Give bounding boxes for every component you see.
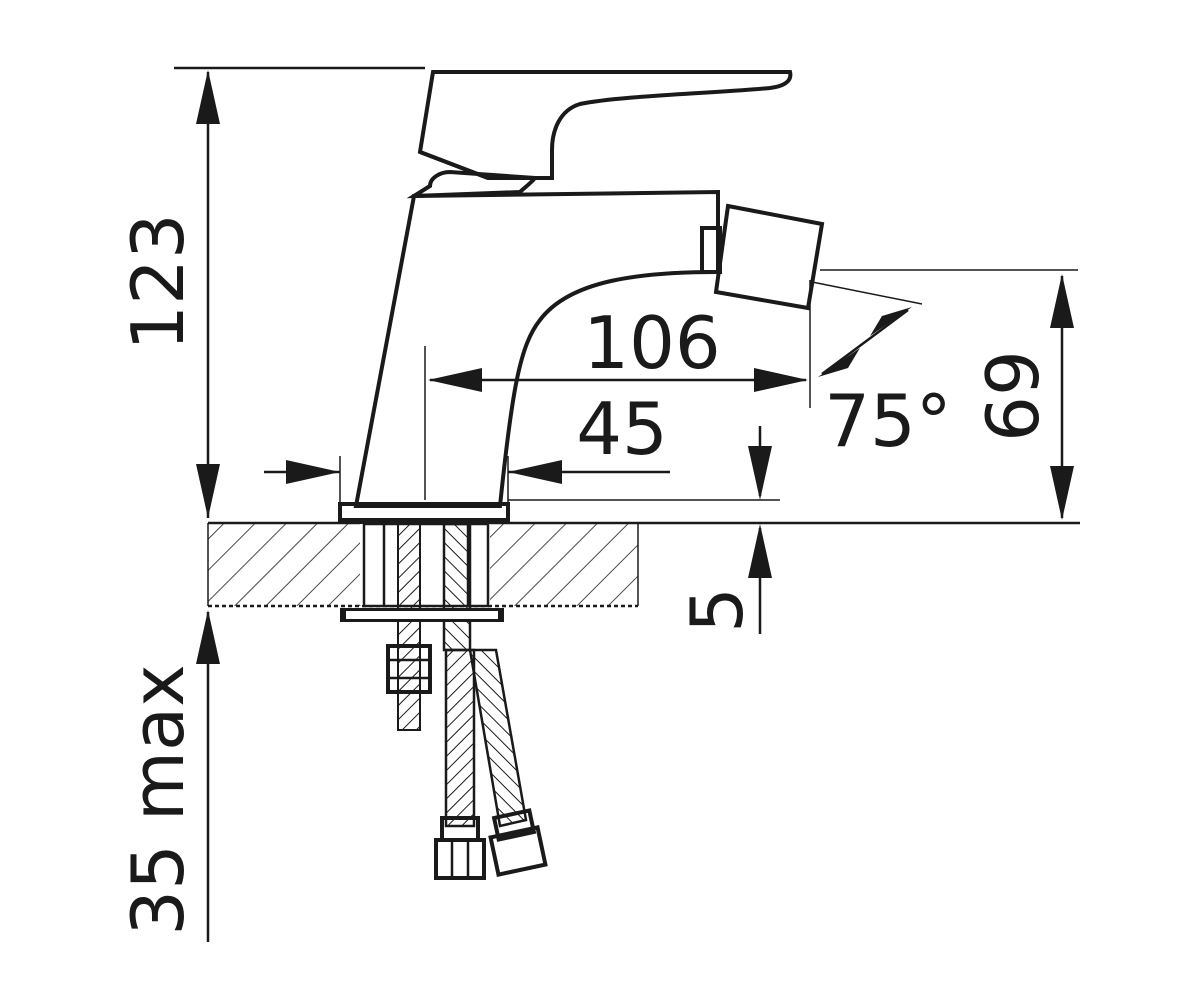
label-max-deck-thickness: 35 max [116,664,200,935]
dimension-total-height: 123 [116,66,425,518]
label-spout-projection: 106 [583,301,720,385]
spray-nozzle [700,203,825,311]
dimension-max-deck-thickness: 35 max [116,610,220,942]
dimension-base-plate: 5 [508,426,780,634]
dimension-spray-angle: 75° [811,281,952,463]
countertop-section [207,521,1080,608]
label-base-width: 45 [576,387,668,471]
label-base-plate: 5 [675,587,759,633]
label-outlet-height: 69 [971,350,1055,442]
dimension-outlet-height: 69 [820,269,1078,520]
mounting-hardware [340,522,548,880]
label-spray-angle: 75° [824,379,952,463]
faucet-body [338,189,720,522]
lever-handle [406,70,793,199]
dimension-base-width: 45 [264,387,670,504]
label-total-height: 123 [116,213,200,350]
dimension-spout-projection: 106 [424,280,811,500]
